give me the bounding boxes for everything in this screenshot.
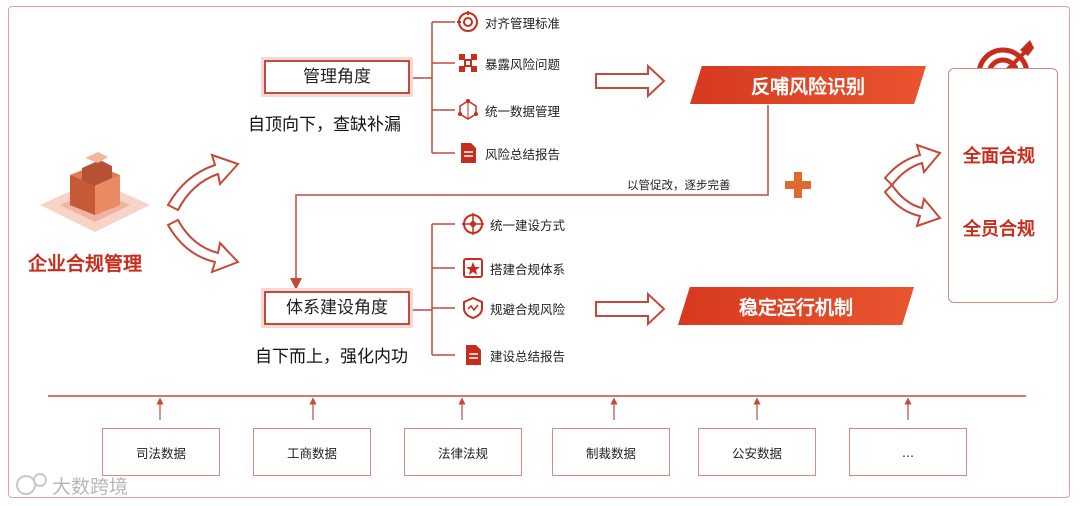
system-item-method: 统一建设方式 xyxy=(462,213,565,235)
mgmt-item-label: 对齐管理标准 xyxy=(485,13,560,32)
mgmt-item-expose: 暴露风险问题 xyxy=(457,52,560,74)
source-sanctions: 制裁数据 xyxy=(552,428,670,476)
source-law: 法律法规 xyxy=(404,428,522,476)
system-item-avoid: 规避合规风险 xyxy=(462,297,565,319)
target-gear-icon xyxy=(457,11,479,33)
mgmt-banner: 反哺风险识别 xyxy=(690,66,926,104)
system-item-label: 统一建设方式 xyxy=(490,215,565,234)
system-item-report: 建设总结报告 xyxy=(462,344,565,366)
system-subtitle: 自下而上，强化内功 xyxy=(255,342,408,367)
system-banner: 稳定运行机制 xyxy=(678,287,914,325)
system-branch xyxy=(410,224,455,355)
system-item-label: 建设总结报告 xyxy=(490,346,565,365)
mgmt-banner-text: 反哺风险识别 xyxy=(751,72,865,99)
source-label: 公安数据 xyxy=(732,443,782,462)
mgmt-item-report: 风险总结报告 xyxy=(457,142,560,164)
system-title-box: 体系建设角度 xyxy=(264,291,410,325)
split-arrows xyxy=(168,155,238,272)
report-document-icon xyxy=(457,142,479,164)
result-all-staff: 全员合规 xyxy=(963,215,1035,241)
system-title: 体系建设角度 xyxy=(286,298,388,318)
result-box xyxy=(948,68,1058,303)
system-banner-text: 稳定运行机制 xyxy=(739,293,853,320)
system-item-build: 搭建合规体系 xyxy=(462,257,565,279)
mgmt-branch xyxy=(410,22,455,153)
source-label: 工商数据 xyxy=(287,443,337,462)
mgmt-item-label: 统一数据管理 xyxy=(485,101,560,120)
mgmt-subtitle: 自顶向下，查缺补漏 xyxy=(248,110,401,135)
data-network-icon xyxy=(457,99,479,121)
shield-icon xyxy=(462,297,484,319)
building-icon xyxy=(40,152,150,232)
mgmt-title-box: 管理角度 xyxy=(264,60,410,94)
source-judicial: 司法数据 xyxy=(102,428,220,476)
star-frame-icon xyxy=(462,257,484,279)
plus-icon xyxy=(785,172,811,198)
feedback-text: 以管促改，逐步完善 xyxy=(627,177,731,193)
mgmt-item-label: 风险总结报告 xyxy=(485,144,560,163)
mgmt-item-data: 统一数据管理 xyxy=(457,99,560,121)
mgmt-title: 管理角度 xyxy=(303,67,371,87)
mgmt-item-label: 暴露风险问题 xyxy=(485,54,560,73)
result-full: 全面合规 xyxy=(963,142,1035,168)
crosshair-icon xyxy=(462,213,484,235)
main-label: 企业合规管理 xyxy=(28,249,142,276)
result-arrows xyxy=(885,145,940,226)
source-more: ... xyxy=(849,428,967,476)
report-document-icon xyxy=(462,344,484,366)
source-label: 法律法规 xyxy=(438,443,488,462)
network-node-icon xyxy=(457,52,479,74)
source-police: 公安数据 xyxy=(698,428,816,476)
watermark-text: 大数跨境 xyxy=(52,472,128,499)
mgmt-item-align: 对齐管理标准 xyxy=(457,11,560,33)
source-business: 工商数据 xyxy=(253,428,371,476)
source-label: 司法数据 xyxy=(136,443,186,462)
watermark-logo-icon xyxy=(17,474,46,494)
system-item-label: 搭建合规体系 xyxy=(490,259,565,278)
system-item-label: 规避合规风险 xyxy=(490,299,565,318)
data-source-connector xyxy=(48,396,1026,420)
source-label: ... xyxy=(902,445,914,460)
source-label: 制裁数据 xyxy=(586,443,636,462)
